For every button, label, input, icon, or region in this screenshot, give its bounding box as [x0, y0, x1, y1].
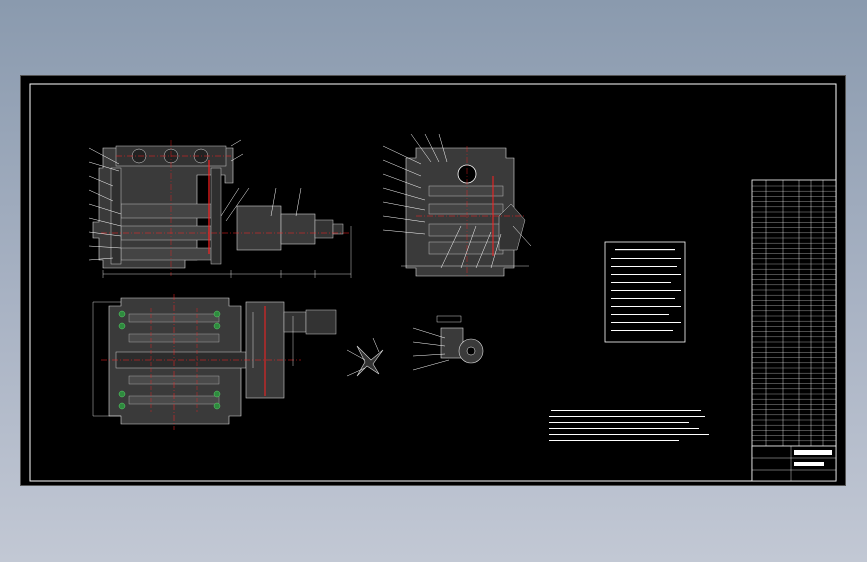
front-view — [88, 139, 352, 278]
detail-view-b — [412, 315, 484, 371]
title-block — [751, 445, 837, 482]
detail-view-a — [346, 337, 384, 377]
plan-view — [92, 294, 337, 430]
parts-list-table — [751, 179, 837, 482]
side-view — [382, 133, 532, 277]
cad-drawing — [29, 83, 837, 482]
technical-notes — [549, 410, 709, 441]
cad-viewport[interactable] — [20, 75, 846, 486]
technical-requirements-table — [604, 241, 686, 343]
